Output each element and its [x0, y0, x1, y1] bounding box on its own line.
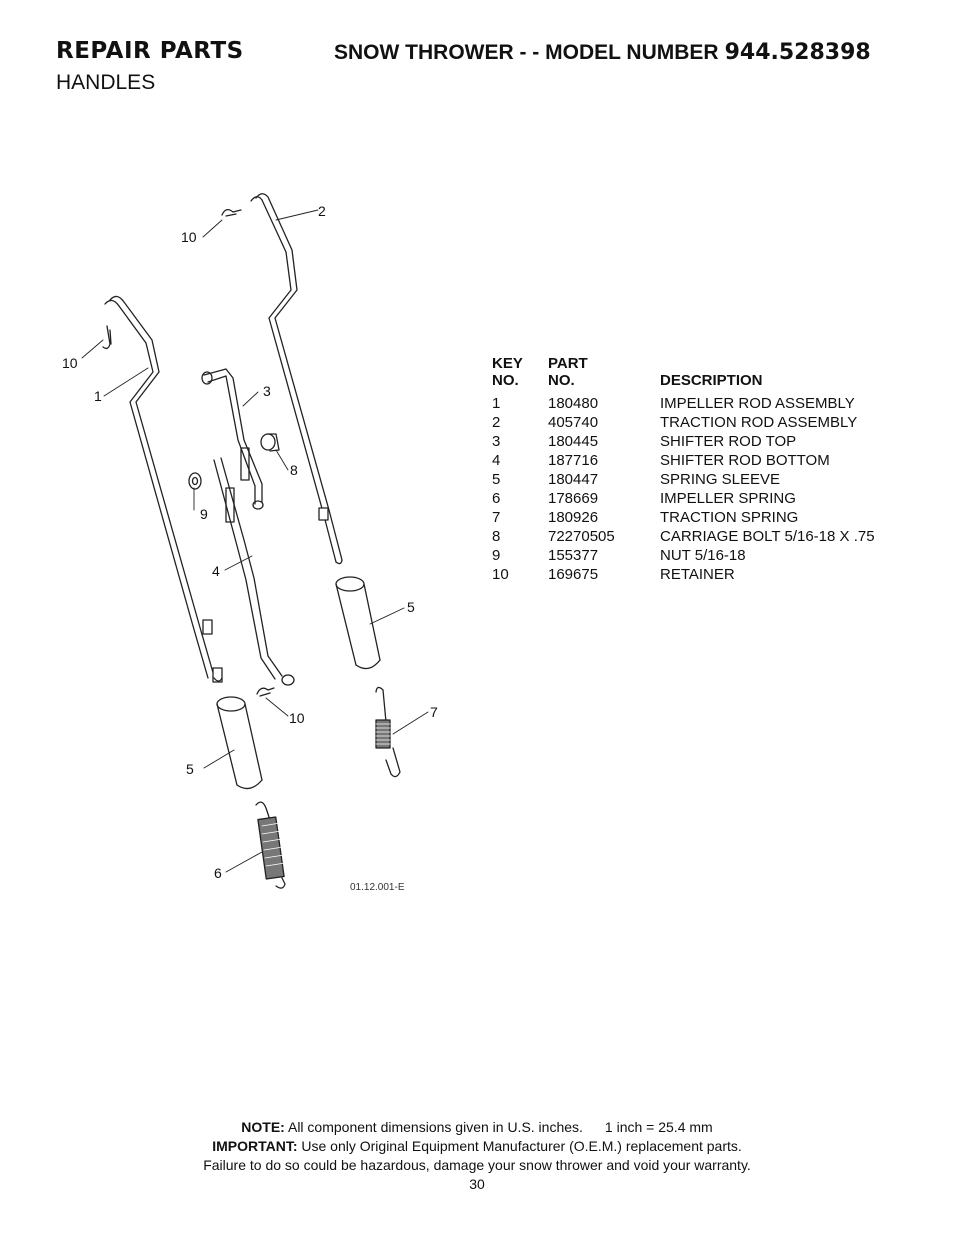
- description-header: DESCRIPTION: [660, 372, 763, 389]
- description-cell: CARRIAGE BOLT 5/16-18 X .75: [660, 528, 875, 545]
- description-cell: TRACTION ROD ASSEMBLY: [660, 414, 858, 431]
- callout-label: 5: [186, 761, 194, 777]
- description-cell: IMPELLER ROD ASSEMBLY: [660, 395, 855, 412]
- callout-label: 1: [94, 388, 102, 404]
- callout-label: 6: [214, 865, 222, 881]
- description-cell: RETAINER: [660, 566, 735, 583]
- callout-label: 9: [200, 506, 208, 522]
- title-text: SNOW THROWER - - MODEL NUMBER: [334, 41, 719, 64]
- callout-label: 4: [212, 563, 220, 579]
- description-cell: SHIFTER ROD TOP: [660, 433, 797, 450]
- key-cell: 5: [492, 471, 501, 488]
- callout-label: 10: [181, 229, 197, 245]
- shifter-rod-top: [201, 368, 264, 510]
- description-cell: TRACTION SPRING: [660, 509, 799, 526]
- shifter-rod-bottom: [213, 457, 295, 686]
- retainer-top: [221, 208, 242, 217]
- nut: [188, 472, 202, 490]
- warning-line: Failure to do so could be hazardous, dam…: [203, 1157, 751, 1173]
- description-cell: NUT 5/16-18: [660, 547, 746, 564]
- part-cell: 187716: [548, 452, 599, 469]
- retainer-left: [102, 325, 112, 350]
- figure-id: 01.12.001-E: [350, 882, 405, 893]
- conversion-text: 1 inch = 25.4 mm: [604, 1119, 713, 1135]
- footer: NOTE: All component dimensions given in …: [0, 1118, 954, 1194]
- note-text: All component dimensions given in U.S. i…: [287, 1119, 583, 1135]
- description-cell: IMPELLER SPRING: [660, 490, 796, 507]
- impeller-spring: [255, 801, 286, 889]
- note-label: NOTE:: [241, 1119, 285, 1135]
- callout-label: 5: [407, 599, 415, 615]
- key-cell: 7: [492, 509, 501, 526]
- retainer-bottom: [256, 687, 275, 697]
- note-line: NOTE: All component dimensions given in …: [0, 1118, 954, 1137]
- key-cell: 4: [492, 452, 501, 469]
- callout-label: 3: [263, 383, 271, 399]
- spring-sleeve-lower: [216, 696, 263, 790]
- key-cell: 2: [492, 414, 501, 431]
- description-cell: SPRING SLEEVE: [660, 471, 781, 488]
- part-cell: 72270505: [548, 528, 615, 545]
- part-cell: 180480: [548, 395, 599, 412]
- part-cell: 155377: [548, 547, 599, 564]
- traction-rod-assembly: [250, 193, 343, 565]
- part-cell: 180926: [548, 509, 599, 526]
- carriage-bolt: [260, 433, 280, 452]
- part-header: PART NO.: [548, 355, 588, 389]
- callout-label: 7: [430, 704, 438, 720]
- key-cell: 10: [492, 566, 509, 583]
- spring-sleeve-upper: [335, 576, 381, 670]
- callout-label: 8: [290, 462, 298, 478]
- page-number: 30: [469, 1176, 485, 1192]
- callout-label: 10: [62, 355, 78, 371]
- key-cell: 9: [492, 547, 501, 564]
- impeller-rod-assembly: [104, 295, 223, 683]
- part-cell: 178669: [548, 490, 599, 507]
- key-header: KEY NO.: [492, 355, 523, 389]
- traction-spring: [375, 686, 401, 778]
- part-cell: 180447: [548, 471, 599, 488]
- page-subtitle: HANDLES: [56, 71, 156, 94]
- key-cell: 8: [492, 528, 501, 545]
- section-title: REPAIR PARTS: [56, 38, 244, 64]
- part-cell: 169675: [548, 566, 599, 583]
- important-line: IMPORTANT: Use only Original Equipment M…: [0, 1137, 954, 1156]
- key-cell: 3: [492, 433, 501, 450]
- important-text: Use only Original Equipment Manufacturer…: [301, 1138, 742, 1154]
- callout-label: 2: [318, 203, 326, 219]
- model-number: 944.528398: [724, 40, 871, 65]
- important-label: IMPORTANT:: [212, 1138, 298, 1154]
- part-cell: 405740: [548, 414, 599, 431]
- key-cell: 1: [492, 395, 501, 412]
- part-cell: 180445: [548, 433, 599, 450]
- description-cell: SHIFTER ROD BOTTOM: [660, 452, 830, 469]
- callout-label: 10: [289, 710, 305, 726]
- key-cell: 6: [492, 490, 501, 507]
